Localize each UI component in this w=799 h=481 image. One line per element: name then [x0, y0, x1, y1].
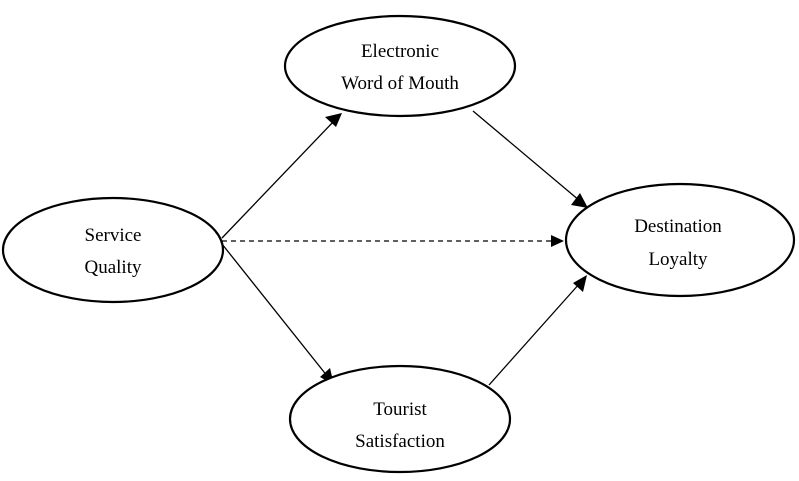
arrowhead-service-quality-to-ewom [325, 113, 342, 127]
node-service-quality: Service Quality [1, 196, 225, 304]
arrowhead-tourist-satisfaction-to-destination-loyalty [573, 275, 587, 292]
node-label-line2: Loyalty [648, 249, 708, 270]
node-label-line1: Electronic [361, 41, 439, 62]
node-tourist-satisfaction: Tourist Satisfaction [288, 364, 512, 474]
edge-ewom-to-destination-loyalty [472, 110, 581, 202]
node-label-line1: Destination [634, 216, 722, 237]
node-ellipse [283, 14, 517, 118]
node-ellipse [564, 182, 796, 298]
node-ellipse [1, 196, 225, 304]
arrowhead-service-quality-to-destination-loyalty [551, 235, 564, 247]
node-label-line2: Satisfaction [355, 431, 445, 452]
node-label-line1: Tourist [373, 399, 427, 420]
node-destination-loyalty: Destination Loyalty [564, 182, 796, 298]
edge-service-quality-to-ewom [221, 120, 335, 239]
node-label-line2: Quality [85, 257, 142, 278]
node-label-line1: Service [85, 225, 142, 246]
arrowhead-ewom-to-destination-loyalty [571, 193, 588, 208]
edge-service-quality-to-tourist-satisfaction [221, 243, 329, 378]
node-ellipse [288, 364, 512, 474]
edge-tourist-satisfaction-to-destination-loyalty [488, 282, 581, 386]
node-electronic-word-of-mouth: Electronic Word of Mouth [283, 14, 517, 118]
edges [221, 110, 588, 386]
node-label-line2: Word of Mouth [341, 73, 459, 94]
